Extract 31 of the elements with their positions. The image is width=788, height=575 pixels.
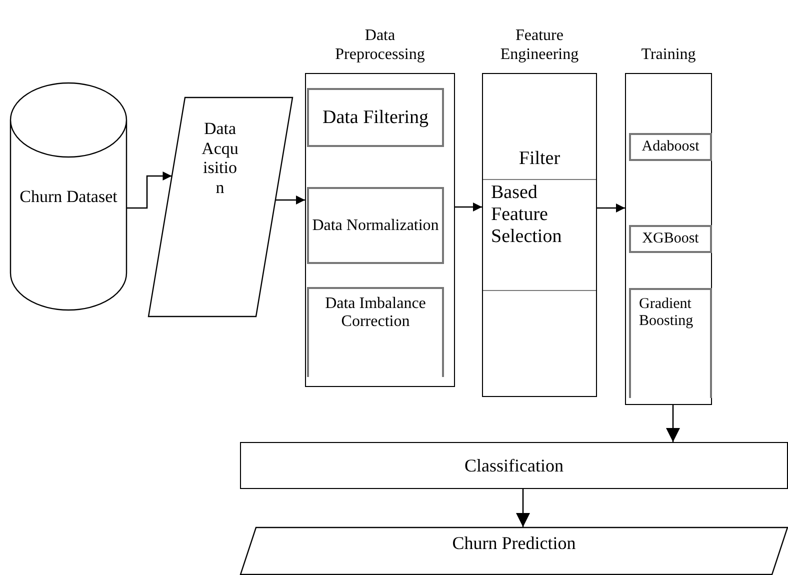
output-parallelogram <box>240 527 788 575</box>
node-text: Data Normalization <box>311 216 440 235</box>
process-box <box>629 133 712 161</box>
node-text: Data Acquisition <box>200 119 240 198</box>
arrow <box>516 489 530 527</box>
process-box <box>240 442 788 489</box>
process-box <box>629 288 712 398</box>
node-text: Adaboost <box>640 138 700 156</box>
node-text: Data Filtering <box>321 106 430 128</box>
stage-heading: Training <box>640 46 697 64</box>
process-box <box>629 225 712 253</box>
node-text: XGBoost <box>641 230 700 248</box>
process-box <box>307 287 444 377</box>
process-box <box>307 187 444 264</box>
stage-heading: Data Preprocessing <box>334 27 426 64</box>
arrow <box>597 204 625 212</box>
database-cylinder <box>10 83 127 310</box>
node-text: Churn Prediction <box>451 533 577 554</box>
node-text: Filter <box>518 148 562 170</box>
node-text: Data Imbalance Correction <box>324 295 427 332</box>
arrow <box>127 172 172 209</box>
process-box <box>307 88 444 147</box>
stage-heading: Feature Engineering <box>499 27 580 64</box>
arrow <box>666 405 680 442</box>
node-text: Gradient Boosting <box>638 296 694 330</box>
node-text: Based Feature Selection <box>491 182 563 248</box>
node-text: Churn Dataset <box>18 186 118 206</box>
node-text: Classification <box>464 455 564 476</box>
input-parallelogram <box>148 97 293 317</box>
arrow <box>276 196 305 204</box>
arrow <box>455 202 482 212</box>
